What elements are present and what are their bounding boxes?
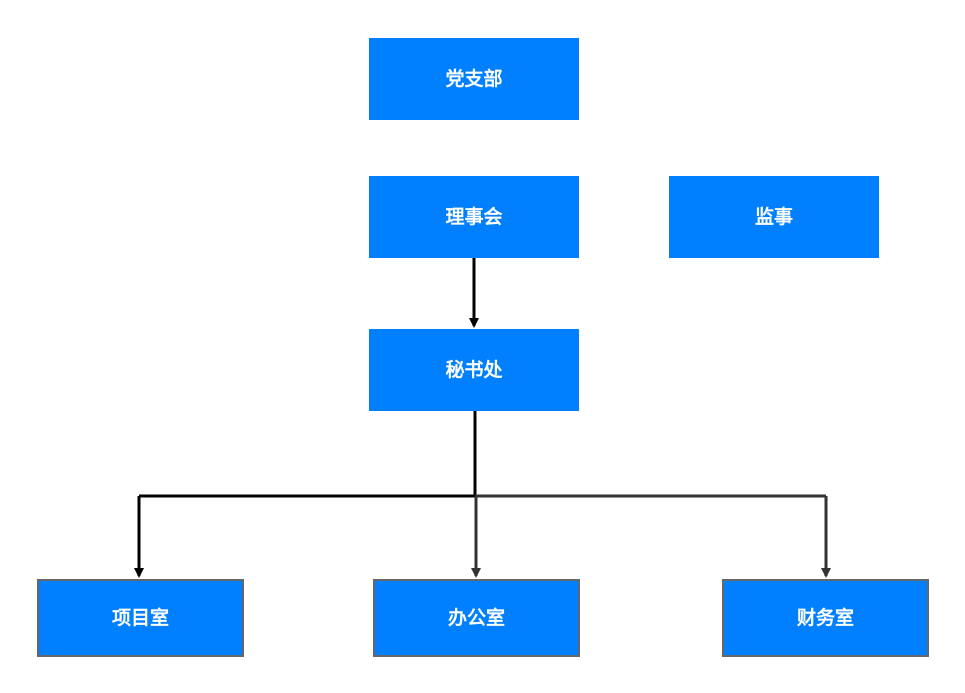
node-finance-office-label: 财务室 (796, 606, 854, 629)
node-project-office-label: 项目室 (111, 606, 169, 629)
node-supervisor-label: 监事 (754, 205, 793, 228)
node-general-office: 办公室 (373, 579, 580, 657)
node-secretariat: 秘书处 (369, 329, 579, 411)
node-party-branch-label: 党支部 (445, 67, 503, 90)
node-council: 理事会 (369, 176, 579, 258)
node-finance-office: 财务室 (722, 579, 929, 657)
node-party-branch: 党支部 (369, 38, 579, 120)
node-secretariat-label: 秘书处 (445, 358, 503, 381)
node-project-office: 项目室 (37, 579, 244, 657)
node-supervisor: 监事 (669, 176, 879, 258)
node-council-label: 理事会 (445, 205, 503, 228)
node-general-office-label: 办公室 (447, 606, 505, 629)
